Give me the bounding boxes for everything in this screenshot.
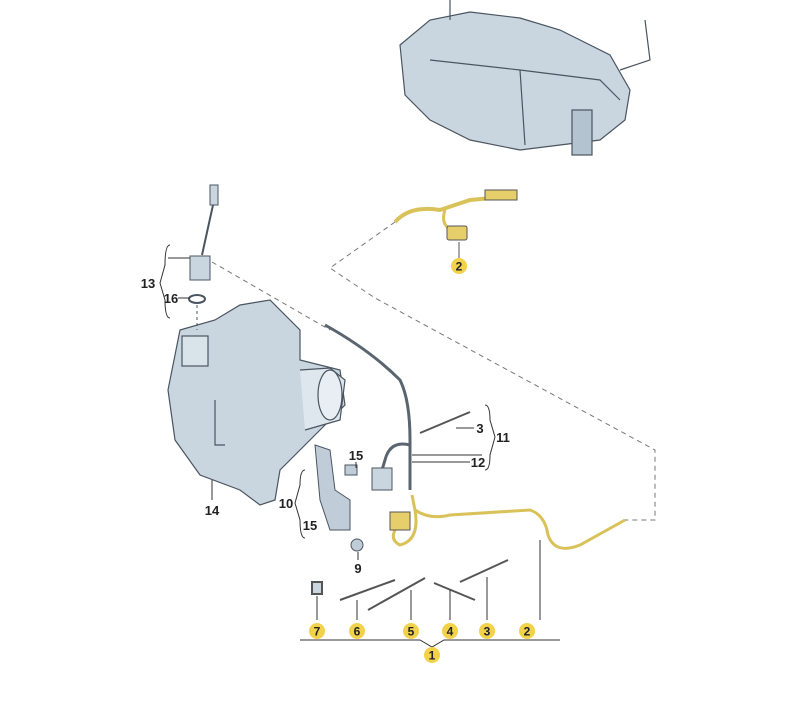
svg-text:5: 5: [408, 625, 415, 639]
callout-16: 16: [164, 291, 178, 306]
callout-10: 10: [279, 496, 293, 511]
callout-3-upper: 3: [476, 421, 483, 436]
callout-5: 5: [403, 623, 419, 639]
callout-6: 6: [349, 623, 365, 639]
upper-hose: [393, 189, 518, 258]
catalytic-converter: [167, 299, 346, 506]
callout-7: 7: [309, 623, 325, 639]
nut: [350, 538, 364, 552]
callout-2-lower: 2: [519, 623, 535, 639]
callout-2-upper: 2: [451, 258, 467, 274]
dashed-leader-lines: [211, 221, 656, 521]
temp-sensor: [419, 411, 471, 434]
svg-text:7: 7: [314, 625, 321, 639]
svg-text:2: 2: [524, 625, 531, 639]
callout-15-lower: 15: [303, 518, 317, 533]
fuel-tank: [399, 0, 651, 156]
clip: [344, 464, 358, 476]
callout-1: 1: [424, 647, 440, 663]
callout-9: 9: [354, 561, 361, 576]
svg-text:2: 2: [456, 260, 463, 274]
svg-text:6: 6: [354, 625, 361, 639]
sensor-cable: [324, 323, 412, 490]
bracket: [314, 444, 351, 531]
lower-hose: [391, 494, 626, 550]
callout-13: 13: [141, 276, 155, 291]
leader-lines: [159, 244, 560, 648]
callout-4: 4: [442, 623, 458, 639]
small-parts: [311, 559, 509, 611]
callout-15-upper: 15: [349, 448, 363, 463]
svg-text:1: 1: [429, 649, 436, 663]
svg-text:4: 4: [447, 625, 454, 639]
callout-12: 12: [471, 455, 485, 470]
callout-3-lower: 3: [479, 623, 495, 639]
callout-14: 14: [205, 503, 220, 518]
callout-11: 11: [496, 430, 510, 445]
svg-text:3: 3: [484, 625, 491, 639]
connector-2: [389, 511, 411, 531]
sensor-assembly: [188, 184, 219, 330]
connector-12: [371, 467, 393, 491]
